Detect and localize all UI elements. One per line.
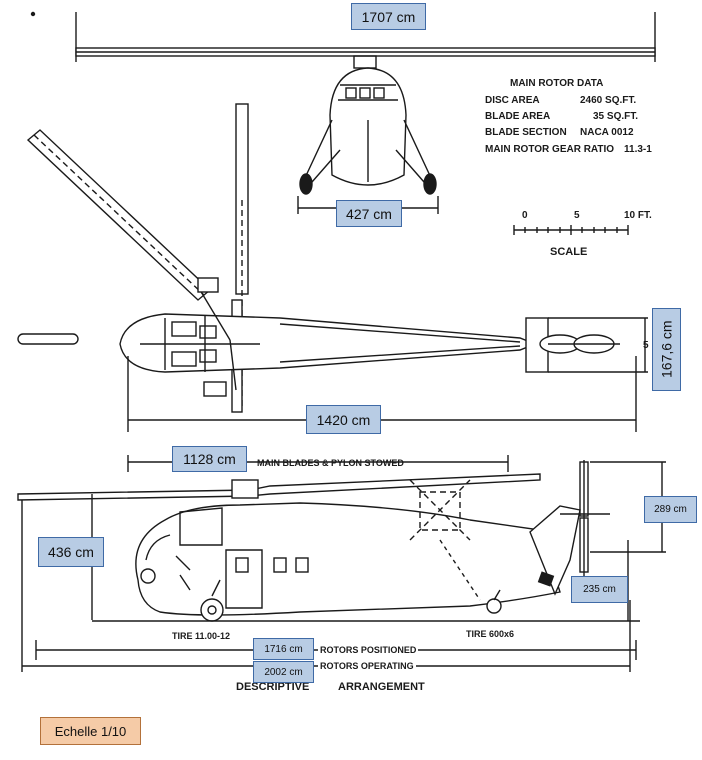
dim-height-overall: 436 cm: [38, 537, 104, 567]
arrangement-title-right: ARRANGEMENT: [338, 681, 425, 693]
rotor-data-label-3: MAIN ROTOR GEAR RATIO: [485, 144, 615, 155]
scale-tick-0: 0: [522, 210, 528, 221]
scale-bar: [513, 225, 629, 235]
rotors-positioned-label: ROTORS POSITIONED: [318, 645, 419, 655]
dim-tail-width: 167,6 cm: [652, 308, 681, 391]
tire-main-label: TIRE 11.00-12: [172, 631, 231, 641]
rotor-data-value-2: NACA 0012: [580, 127, 634, 138]
top-view: [17, 103, 648, 432]
rotor-data-label-2: BLADE SECTION: [485, 127, 567, 138]
arrangement-title-left: DESCRIPTIVE: [236, 681, 310, 693]
dim-tail-rotor-height: 289 cm: [644, 496, 697, 523]
tire-tail-label: TIRE 600x6: [466, 629, 515, 639]
rotor-data-label-1: BLADE AREA: [485, 111, 551, 122]
rotor-data-value-3: 11.3-1: [624, 144, 652, 155]
rotors-operating-label: ROTORS OPERATING: [318, 661, 416, 671]
dim-tail-height: 235 cm: [571, 576, 628, 603]
side-view: [17, 455, 666, 672]
scale-tick-5: 5: [574, 210, 580, 221]
tail-mark: 5: [643, 340, 649, 351]
dim-rotor-diameter: 1707 cm: [351, 3, 426, 30]
dim-length-operating: 2002 cm: [253, 661, 314, 683]
rotor-data-label-0: DISC AREA: [485, 95, 540, 106]
rotor-data-value-1: 35 SQ.FT.: [593, 111, 639, 122]
pylon-stowed-label: MAIN BLADES & PYLON STOWED: [257, 458, 404, 468]
scale-label: SCALE: [550, 246, 588, 258]
dim-fuselage-length: 1420 cm: [306, 405, 381, 434]
rotor-data-heading: MAIN ROTOR DATA: [510, 78, 604, 89]
dim-length-positioned: 1716 cm: [253, 638, 314, 660]
dim-gear-width: 427 cm: [336, 200, 402, 227]
dim-stowed-length: 1128 cm: [172, 446, 247, 472]
rotor-data-value-0: 2460 SQ.FT.: [580, 95, 637, 106]
scale-tick-10: 10 FT.: [624, 210, 652, 221]
scale-caption: Echelle 1/10: [40, 717, 141, 745]
front-view: [75, 12, 656, 214]
